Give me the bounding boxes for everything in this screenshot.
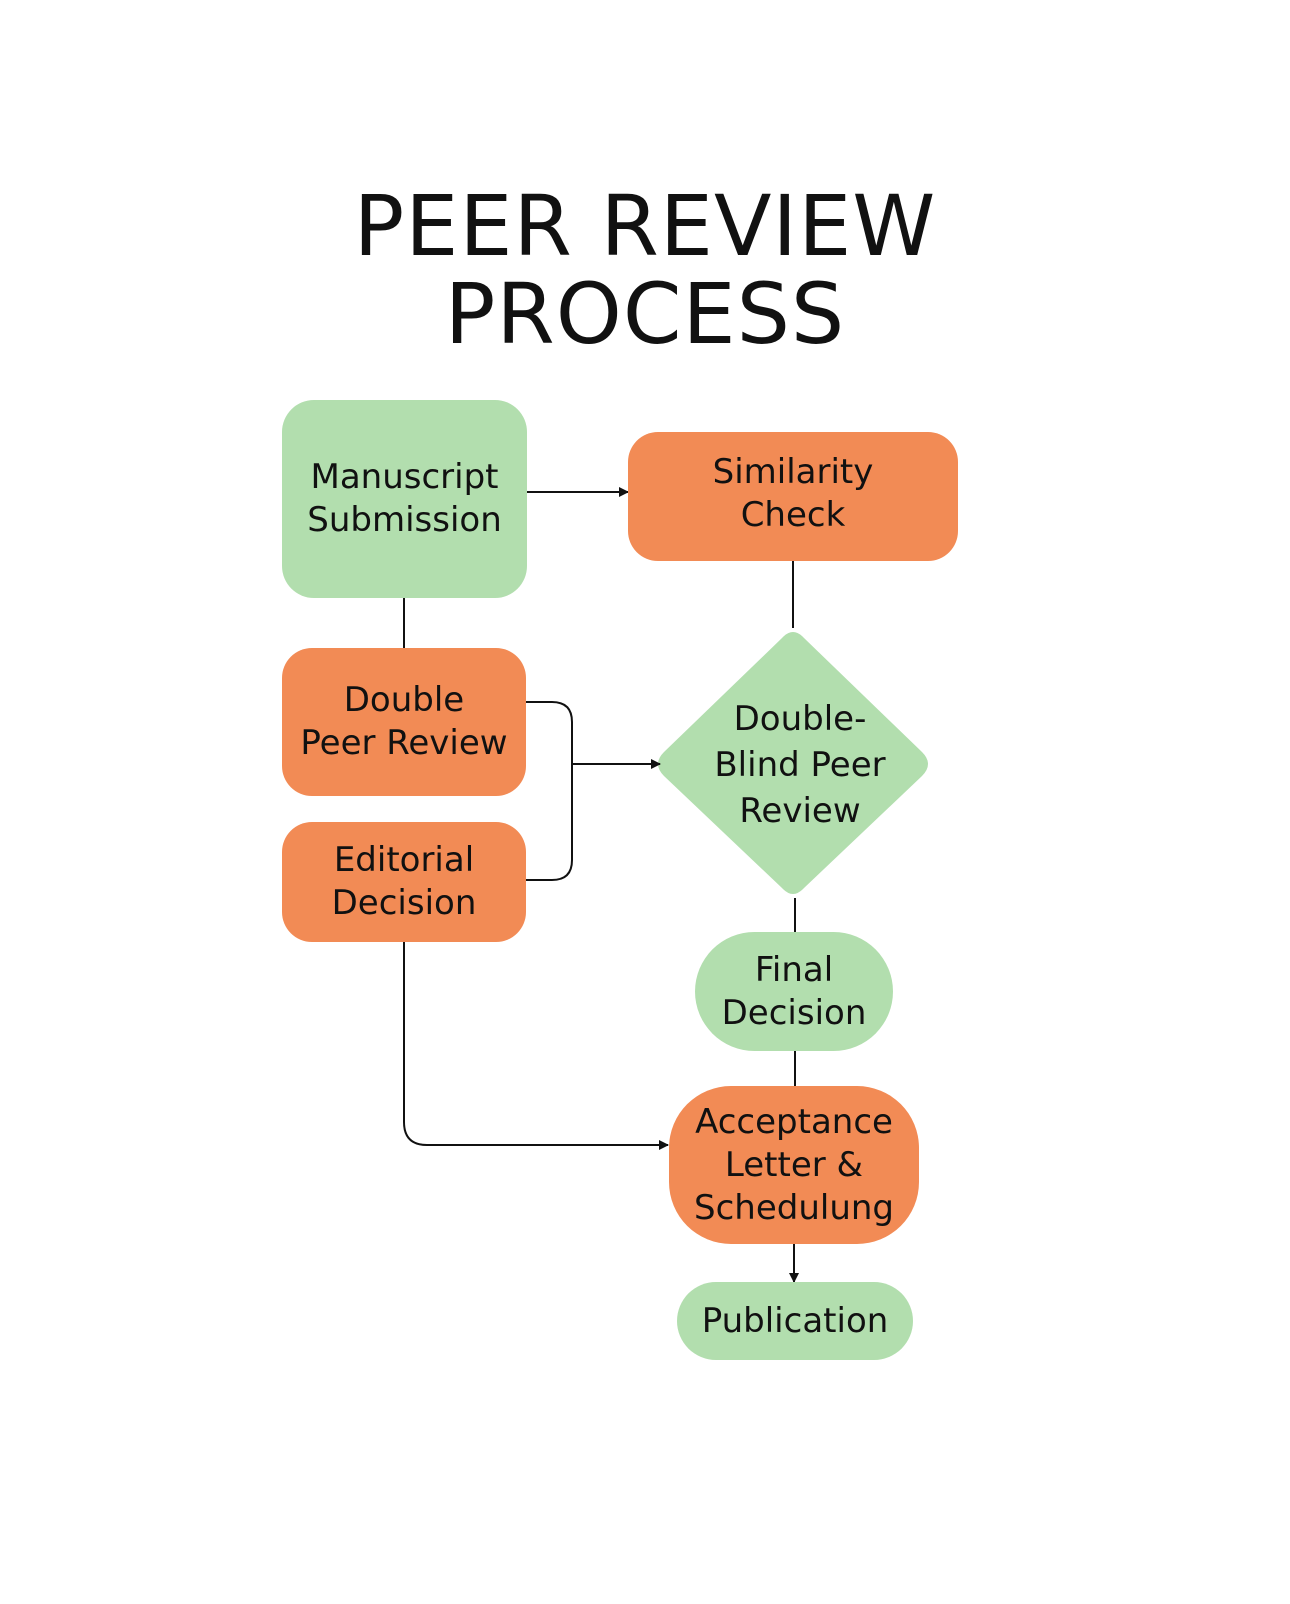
- node-publication[interactable]: Publication: [677, 1282, 913, 1360]
- node-label: Editorial Decision: [331, 840, 477, 923]
- node-double-blind-peer-review[interactable]: Double- Blind Peer Review: [680, 680, 920, 850]
- diagram-title-line-2: PROCESS: [444, 265, 846, 363]
- node-similarity-check[interactable]: Similarity Check: [628, 432, 958, 561]
- node-label: Double- Blind Peer Review: [714, 699, 886, 831]
- node-manuscript-submission[interactable]: Manuscript Submission: [282, 400, 527, 598]
- diagram-title-line-1: PEER REVIEW: [353, 177, 937, 275]
- node-label: Manuscript Submission: [307, 457, 502, 540]
- node-label: Final Decision: [721, 949, 867, 1033]
- node-editorial-decision[interactable]: Editorial Decision: [282, 822, 526, 942]
- node-double-peer-review[interactable]: Double Peer Review: [282, 648, 526, 796]
- node-label: Double Peer Review: [300, 680, 508, 763]
- node-final-decision[interactable]: Final Decision: [695, 932, 893, 1051]
- node-acceptance-letter-scheduling[interactable]: Acceptance Letter & Schedulung: [669, 1086, 919, 1244]
- node-label: Similarity Check: [712, 451, 874, 535]
- edge-double-peer-to-bracket: [526, 701, 573, 881]
- node-label: Acceptance Letter & Schedulung: [694, 1101, 894, 1228]
- node-label: Publication: [701, 1300, 889, 1341]
- edge-editorial-to-acceptance: [403, 942, 669, 1150]
- double-blind-peer-review-diamond[interactable]: [658, 632, 928, 894]
